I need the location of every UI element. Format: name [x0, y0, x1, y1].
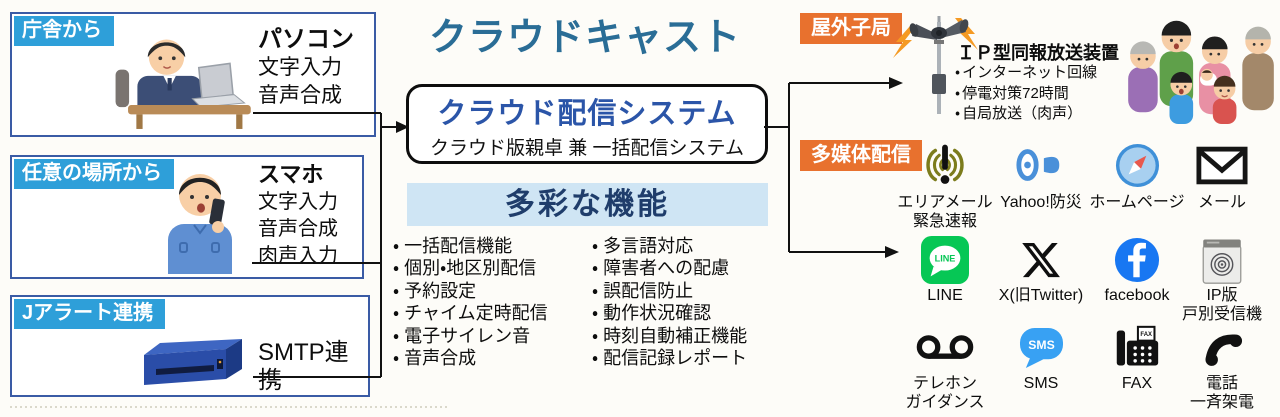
smartphone-user-illustration: [168, 174, 232, 274]
source-device-block: SMTP連携: [258, 339, 368, 395]
phone-handset-icon: [1172, 325, 1272, 371]
channel-label: エリアメール 緊急速報: [897, 194, 993, 230]
cloud-system-box: クラウド配信システム クラウド版親卓 兼 一括配信システム: [406, 84, 768, 164]
fax-icon: FAX: [1087, 325, 1187, 371]
source-tag-jalert: Jアラート連携: [14, 299, 166, 329]
source-device-block: パソコン 文字入力 音声合成: [258, 26, 354, 110]
channel-yahoo-bousai: Yahoo!防災: [991, 140, 1091, 212]
channel-sms: SMS SMS: [991, 325, 1091, 393]
channel-mail: メール: [1172, 140, 1272, 212]
compass-icon: [1087, 140, 1187, 190]
channel-x-twitter: X(旧Twitter): [991, 237, 1091, 305]
feature-item: 誤配信防止: [592, 280, 787, 302]
page-title: クラウドキャスト: [428, 17, 741, 59]
system-box-title: クラウド配信システム: [437, 98, 737, 130]
channel-line: LINE LINE: [885, 236, 1005, 305]
channel-label: FAX: [1121, 375, 1153, 392]
channel-label: 電話 一斉架電: [1189, 375, 1254, 411]
area-mail-alert-icon: [885, 140, 1005, 190]
x-twitter-icon: [991, 237, 1091, 283]
device-feature: 音声合成: [258, 84, 342, 107]
feature-item: チャイム定時配信: [393, 302, 593, 324]
outdoor-tag: 屋外子局: [800, 13, 902, 44]
device-feature: 肉声入力: [258, 245, 338, 267]
outdoor-bullet: 停電対策72時間: [955, 84, 1097, 105]
source-box-jalert: Jアラート連携 SMTP連携: [10, 295, 370, 397]
features-list-left: 一括配信機能 個別・地区別配信 予約設定 チャイム定時配信 電子サイレン音 音声…: [393, 235, 593, 369]
megaphone-icon: [991, 140, 1091, 190]
channel-label: X(旧Twitter): [998, 287, 1084, 304]
device-feature: 文字入力: [258, 191, 338, 213]
features-list-right: 多言語対応 障害者への配慮 誤配信防止 動作状況確認 時刻自動補正機能 配信記録…: [592, 235, 787, 369]
device-name: スマホ: [258, 162, 324, 187]
facebook-icon: [1087, 237, 1187, 283]
channel-label: SMS: [1023, 375, 1059, 392]
channel-telephone-guidance: テレホン ガイダンス: [885, 325, 1005, 412]
outdoor-device-title: ＩＰ型同報放送装置: [957, 43, 1119, 63]
envelope-icon: [1172, 140, 1272, 190]
source-tag-anywhere: 任意の場所から: [14, 159, 174, 189]
line-icon: LINE: [885, 236, 1005, 284]
device-feature: SMTP連携: [258, 339, 349, 394]
channel-label: メール: [1197, 194, 1246, 211]
outdoor-bullet: 自局放送（肉声）: [955, 104, 1097, 125]
channel-fax: FAX FAX: [1087, 325, 1187, 393]
multimedia-tag: 多媒体配信: [800, 140, 922, 171]
lightning-icon: [955, 18, 978, 50]
outdoor-bullet: インターネット回線: [955, 63, 1097, 84]
channel-facebook: facebook: [1087, 237, 1187, 305]
source-tag-government: 庁舎から: [14, 16, 114, 46]
outdoor-speaker-pole-icon: [893, 16, 978, 114]
channel-label: IP版 戸別受信機: [1181, 287, 1262, 323]
channel-ip-receiver: IP版 戸別受信機: [1172, 237, 1272, 324]
family-crowd-illustration: [1128, 20, 1274, 125]
feature-item: 一括配信機能: [393, 235, 593, 257]
channel-label: Yahoo!防災: [1000, 194, 1082, 211]
source-device-block: スマホ 文字入力 音声合成 肉声入力: [258, 161, 338, 270]
source-box-government: 庁舎から パソコン 文字入力 音声合成: [10, 12, 376, 137]
clerk-at-laptop-illustration: [115, 39, 251, 129]
svg-text:FAX: FAX: [1140, 332, 1152, 338]
feature-item: 動作状況確認: [592, 302, 787, 324]
feature-item: 多言語対応: [592, 235, 787, 257]
channel-label: テレホン ガイダンス: [905, 375, 985, 411]
device-name: パソコン: [258, 26, 354, 53]
feature-item: 配信記録レポート: [592, 347, 787, 369]
feature-item: 予約設定: [393, 280, 593, 302]
feature-item: 時刻自動補正機能: [592, 325, 787, 347]
feature-item: 個別・地区別配信: [393, 257, 593, 279]
channel-label: facebook: [1104, 287, 1170, 304]
feature-item: 電子サイレン音: [393, 325, 593, 347]
ip-receiver-icon: [1172, 237, 1272, 284]
channel-label: LINE: [927, 287, 963, 304]
lightning-icon: [893, 26, 916, 58]
system-box-subtitle: クラウド版親卓 兼 一括配信システム: [430, 138, 744, 159]
channel-homepage: ホームページ: [1087, 140, 1187, 212]
features-header: 多彩な機能: [407, 183, 768, 226]
source-box-anywhere: 任意の場所から スマホ 文字入力 音声合成 肉声入力: [10, 155, 364, 279]
channel-phone-call: 電話 一斉架電: [1172, 325, 1272, 412]
channel-area-mail: エリアメール 緊急速報: [885, 140, 1005, 231]
svg-text:SMS: SMS: [1028, 337, 1054, 351]
channel-label: ホームページ: [1089, 194, 1185, 211]
feature-item: 障害者への配慮: [592, 257, 787, 279]
jalert-receiver-illustration: [144, 339, 242, 385]
svg-text:LINE: LINE: [935, 253, 956, 263]
outdoor-bullet-list: インターネット回線 停電対策72時間 自局放送（肉声）: [955, 63, 1097, 125]
sms-bubble-icon: SMS: [991, 325, 1091, 371]
feature-item: 音声合成: [393, 347, 593, 369]
device-feature: 文字入力: [258, 56, 342, 79]
voicemail-icon: [885, 325, 1005, 371]
device-feature: 音声合成: [258, 218, 338, 240]
